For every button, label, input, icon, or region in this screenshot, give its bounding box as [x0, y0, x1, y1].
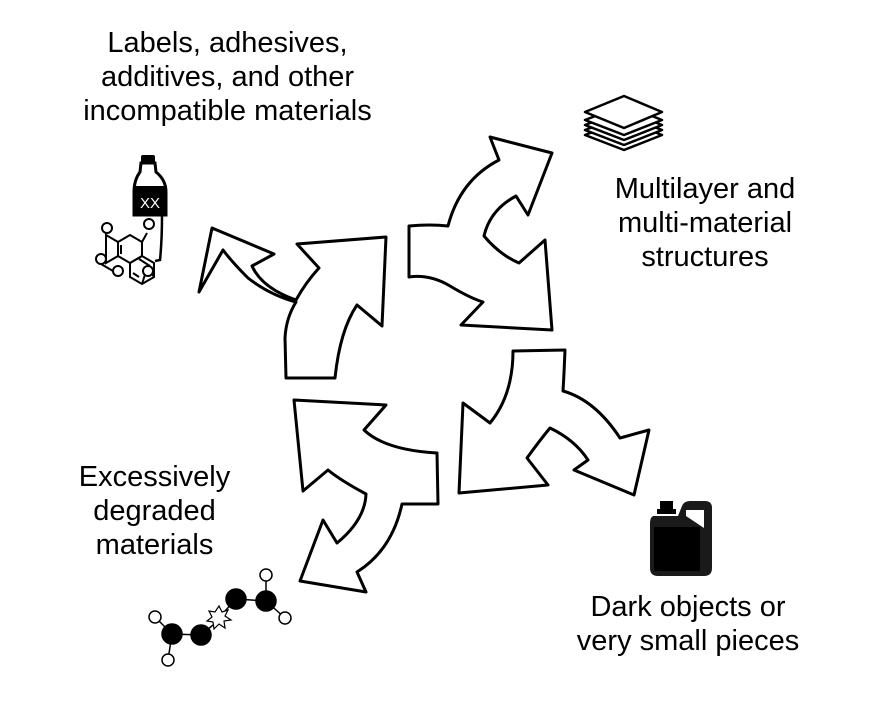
dark-canister-icon: [650, 501, 712, 576]
label-multilayer-structures: Multilayer and multi-material structures: [614, 173, 796, 273]
stacked-layers-icon: [583, 94, 664, 152]
split-arrow-top-right: [407, 135, 554, 332]
split-arrow-top-left: [197, 226, 388, 380]
bottle-icon: XX: [132, 155, 168, 263]
label-incompatible-materials: Labels, adhesives, additives, and other …: [83, 27, 372, 127]
split-arrow-bottom-left: [292, 398, 440, 594]
broken-molecule-chain-icon: [148, 568, 292, 667]
molecule-icon: [95, 218, 155, 286]
break-burst-icon: [205, 604, 233, 631]
label-degraded-materials: Excessively degraded materials: [78, 461, 231, 561]
bottle-label-text: XX: [140, 195, 160, 212]
bottle-and-molecule-icon: XX: [95, 155, 168, 286]
split-arrow-bottom-right: [457, 348, 651, 497]
label-dark-small-pieces: Dark objects or very small pieces: [576, 591, 800, 657]
